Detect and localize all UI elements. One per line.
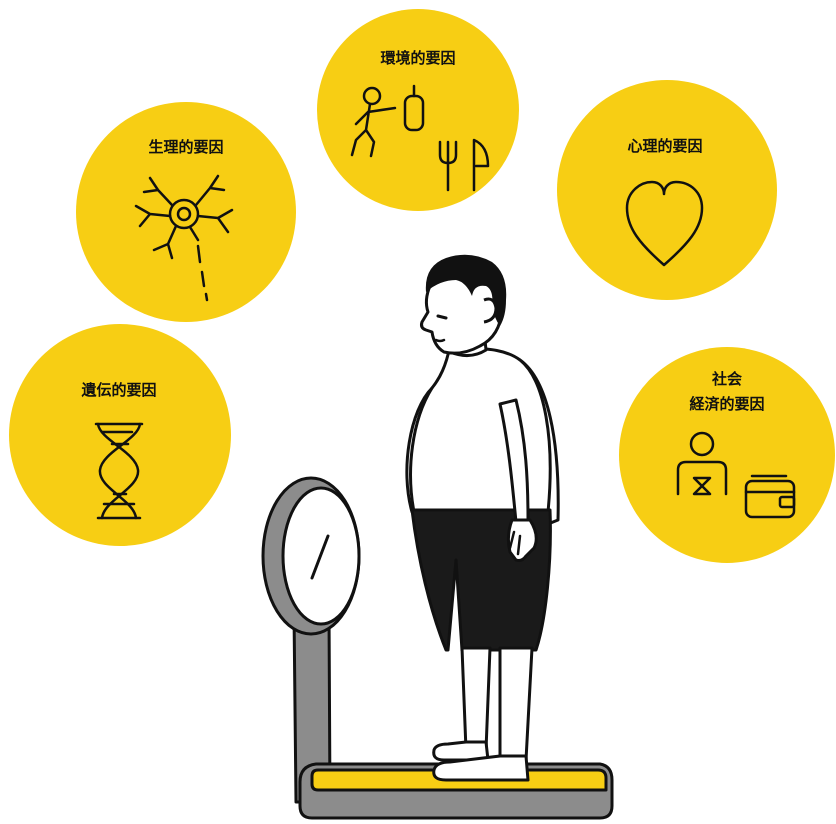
factor-circle-psychological — [557, 80, 777, 300]
factor-label-physiological: 生理的要因 — [148, 138, 223, 156]
factor-circle-environmental — [317, 9, 519, 211]
factor-label-genetic: 遺伝的要因 — [80, 381, 156, 399]
factor-label-psychological: 心理的要因 — [627, 137, 702, 155]
factor-label-socioeconomic-line1: 社会 — [711, 370, 742, 388]
factor-environmental: 環境的要因 — [317, 9, 519, 211]
factor-psychological: 心理的要因 — [557, 80, 777, 300]
factor-label-environmental: 環境的要因 — [380, 49, 455, 67]
factor-circle-physiological — [76, 102, 296, 322]
factor-circle-genetic — [9, 324, 231, 546]
factor-physiological: 生理的要因 — [76, 102, 296, 322]
factor-label-socioeconomic-line2: 経済的要因 — [689, 395, 764, 413]
factor-genetic: 遺伝的要因 — [9, 324, 231, 546]
factor-socioeconomic: 社会 経済的要因 — [619, 347, 835, 563]
man-on-scale-illustration — [407, 255, 558, 780]
